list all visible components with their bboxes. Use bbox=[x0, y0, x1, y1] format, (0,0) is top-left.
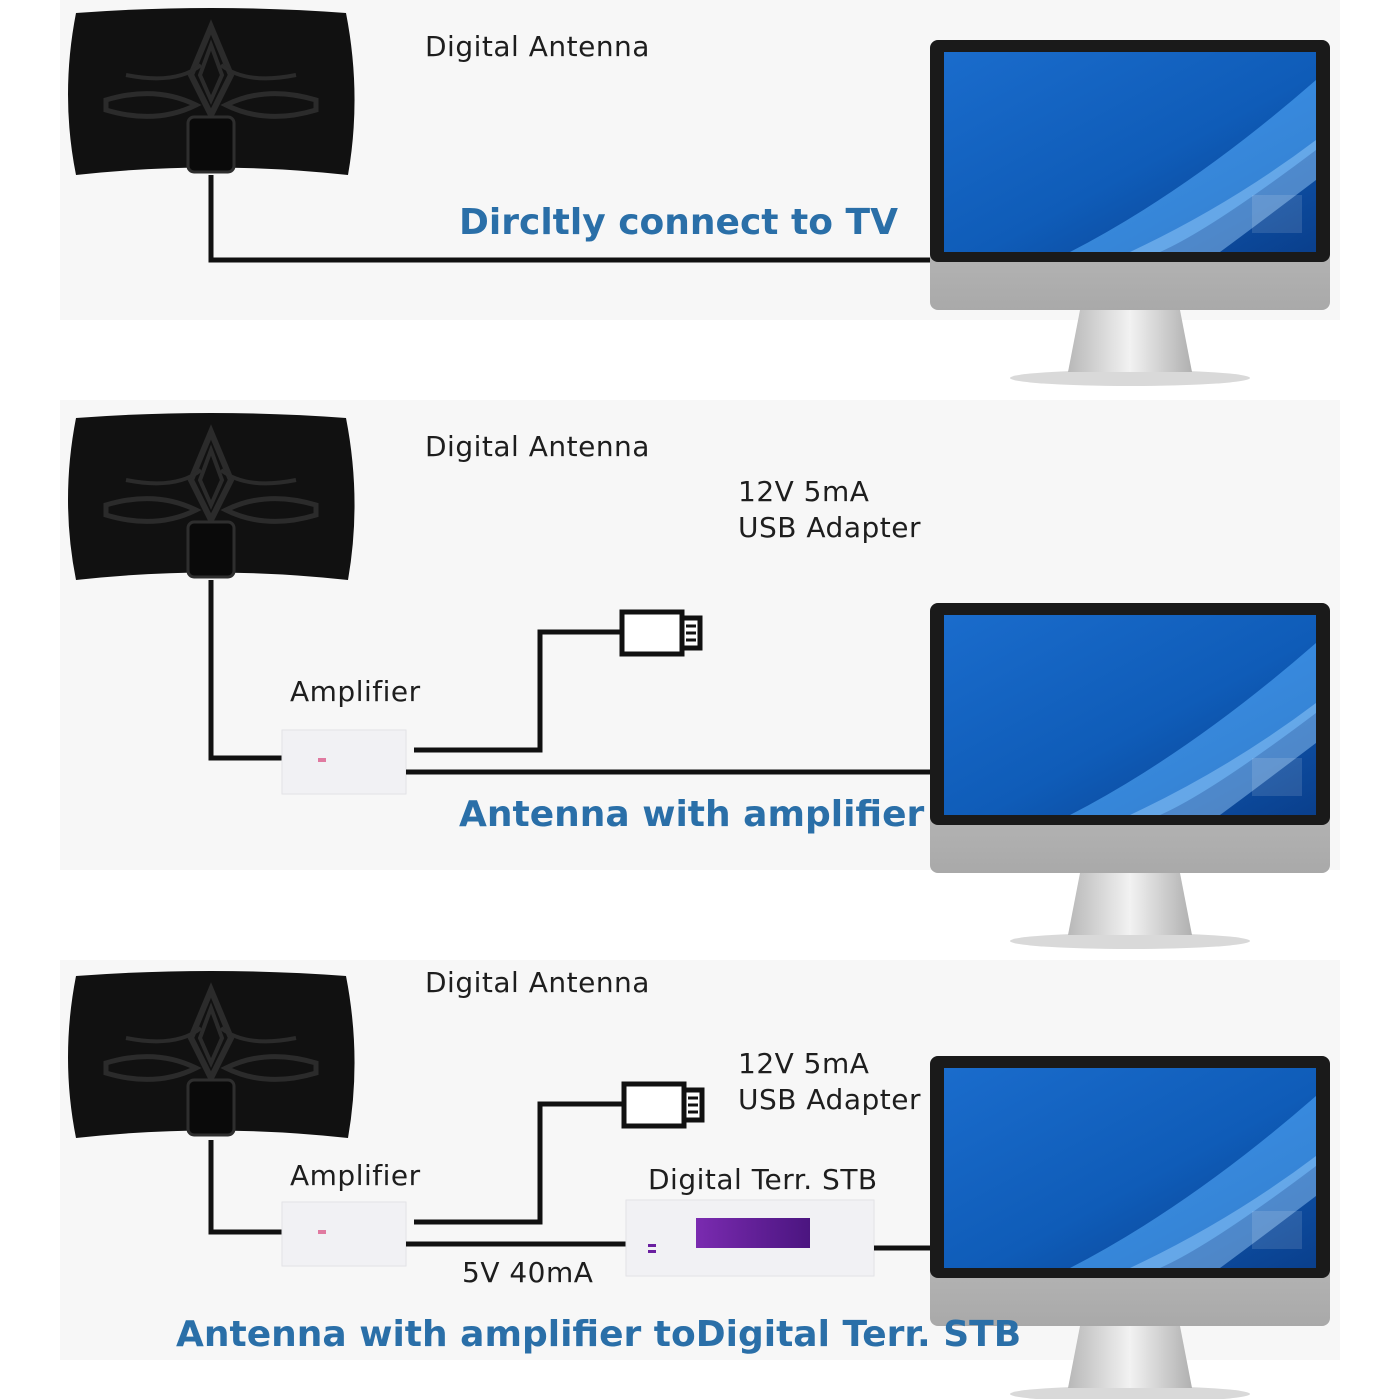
caption-2: Antenna with amplifier bbox=[459, 794, 925, 835]
adapter-label-2: 12V 5mA USB Adapter bbox=[738, 474, 921, 546]
cable-3-usb bbox=[414, 1101, 624, 1225]
usb-adapter-3 bbox=[624, 1084, 702, 1126]
stb-label: Digital Terr. STB bbox=[648, 1163, 878, 1196]
cable-3-antenna bbox=[208, 1140, 282, 1235]
amplifier-3 bbox=[281, 1201, 407, 1267]
tv-monitor-2 bbox=[930, 603, 1330, 949]
antenna-3 bbox=[68, 971, 355, 1138]
usb-adapter-2 bbox=[622, 612, 700, 654]
amplifier-label-3: Amplifier bbox=[290, 1159, 421, 1192]
power-label: 5V 40mA bbox=[462, 1256, 594, 1289]
antenna-label-1: Digital Antenna bbox=[425, 30, 650, 63]
adapter-name-3: USB Adapter bbox=[738, 1083, 921, 1116]
adapter-spec-2: 12V 5mA bbox=[738, 475, 870, 508]
caption-3: Antenna with amplifier toDigital Terr. S… bbox=[176, 1314, 1022, 1355]
amplifier-2 bbox=[281, 729, 407, 795]
antenna-label-2: Digital Antenna bbox=[425, 430, 650, 463]
caption-1: Dircltly connect to TV bbox=[459, 202, 898, 243]
cable-2-usb bbox=[414, 629, 622, 753]
cable-2-antenna bbox=[208, 580, 282, 761]
antenna-label-3: Digital Antenna bbox=[425, 966, 650, 999]
adapter-label-3: 12V 5mA USB Adapter bbox=[738, 1046, 921, 1118]
set-top-box bbox=[625, 1199, 875, 1277]
adapter-spec-3: 12V 5mA bbox=[738, 1047, 870, 1080]
tv-monitor-1 bbox=[930, 40, 1330, 386]
antenna-2 bbox=[68, 413, 355, 580]
adapter-name-2: USB Adapter bbox=[738, 511, 921, 544]
antenna-1 bbox=[68, 8, 355, 175]
cable-1 bbox=[208, 175, 930, 263]
amplifier-label-2: Amplifier bbox=[290, 675, 421, 708]
